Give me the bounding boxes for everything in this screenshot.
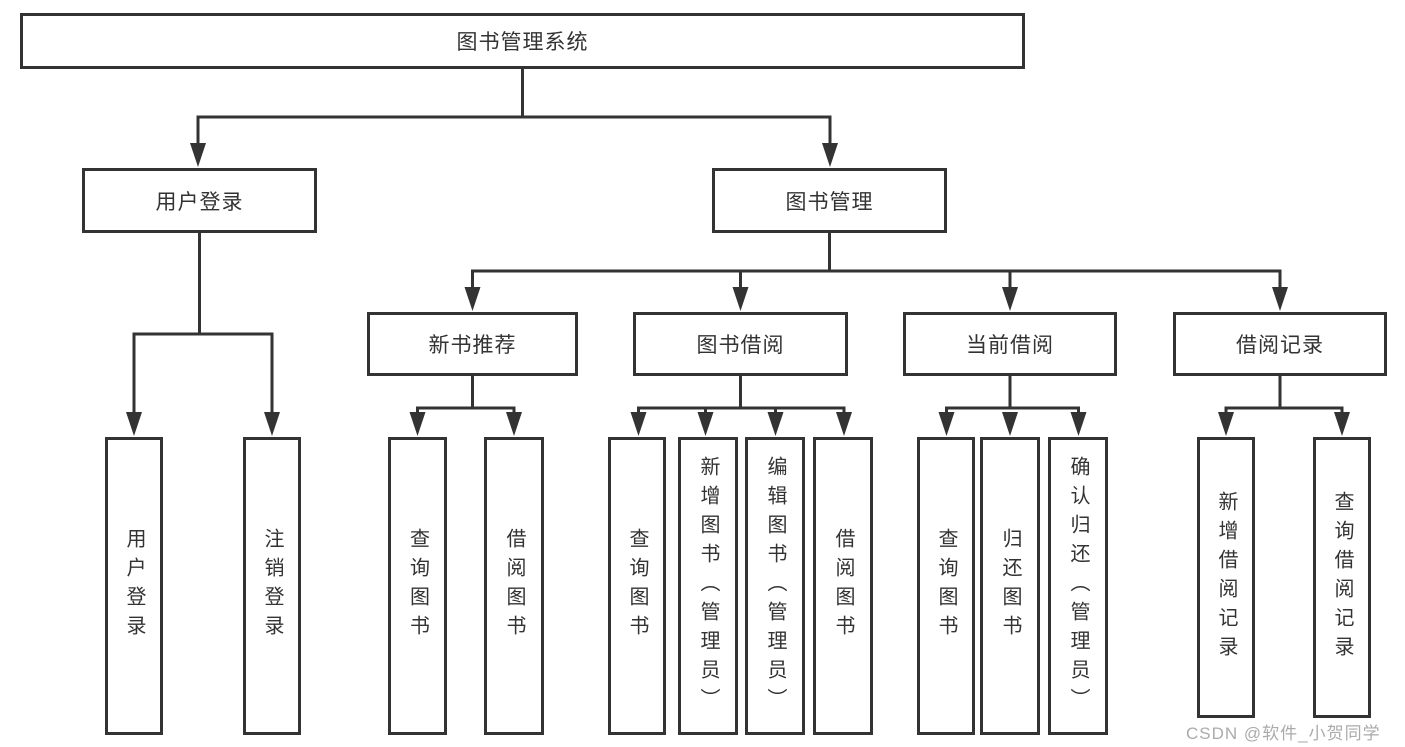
leaf-confirm-return-admin-label: 确认归还（管理员）: [1067, 455, 1089, 717]
leaf-user-login-label: 用户登录: [123, 528, 145, 644]
node-book-borrow-label: 图书借阅: [696, 334, 785, 357]
node-new-book-recommend: 新书推荐: [367, 312, 578, 376]
csdn-watermark: CSDN @软件_小贺同学: [1186, 724, 1381, 743]
leaf-borrow-book: 借阅图书: [813, 437, 873, 735]
leaf-confirm-return-admin: 确认归还（管理员）: [1048, 437, 1108, 735]
leaf-return-book: 归还图书: [980, 437, 1040, 735]
leaf-add-borrow-record-label: 新增借阅记录: [1215, 490, 1237, 665]
leaf-query-borrow-record: 查询借阅记录: [1313, 437, 1371, 718]
leaf-add-book-admin: 新增图书（管理员）: [678, 437, 738, 735]
node-root-label: 图书管理系统: [456, 31, 589, 54]
leaf-add-borrow-record: 新增借阅记录: [1197, 437, 1255, 718]
node-book-borrow: 图书借阅: [633, 312, 848, 376]
node-root: 图书管理系统: [20, 13, 1025, 69]
leaf-current-query-book-label: 查询图书: [935, 528, 957, 644]
leaf-current-query-book: 查询图书: [917, 437, 975, 735]
leaf-add-book-admin-label: 新增图书（管理员）: [697, 455, 719, 717]
node-new-book-recommend-label: 新书推荐: [428, 334, 517, 357]
leaf-edit-book-admin-label: 编辑图书（管理员）: [764, 455, 786, 717]
leaf-recommend-borrow-book: 借阅图书: [484, 437, 544, 735]
leaf-recommend-query-book-label: 查询图书: [406, 528, 429, 644]
leaf-query-borrow-record-label: 查询借阅记录: [1331, 490, 1353, 665]
node-book-management-label: 图书管理: [785, 190, 874, 214]
leaf-recommend-borrow-book-label: 借阅图书: [503, 528, 525, 644]
leaf-user-login: 用户登录: [105, 437, 163, 735]
node-current-borrow-label: 当前借阅: [966, 334, 1054, 357]
leaf-return-book-label: 归还图书: [999, 528, 1021, 644]
leaf-logout-label: 注销登录: [261, 528, 283, 644]
node-book-management: 图书管理: [712, 168, 947, 233]
node-current-borrow: 当前借阅: [903, 312, 1117, 376]
node-user-login-label: 用户登录: [155, 190, 244, 214]
node-borrow-records: 借阅记录: [1173, 312, 1387, 376]
leaf-borrow-query-book: 查询图书: [608, 437, 666, 735]
leaf-borrow-query-book-label: 查询图书: [626, 528, 648, 644]
leaf-recommend-query-book: 查询图书: [388, 437, 447, 735]
leaf-edit-book-admin: 编辑图书（管理员）: [745, 437, 805, 735]
leaf-logout: 注销登录: [243, 437, 301, 735]
leaf-borrow-book-label: 借阅图书: [832, 528, 854, 644]
node-user-login: 用户登录: [82, 168, 317, 233]
node-borrow-records-label: 借阅记录: [1236, 334, 1324, 357]
